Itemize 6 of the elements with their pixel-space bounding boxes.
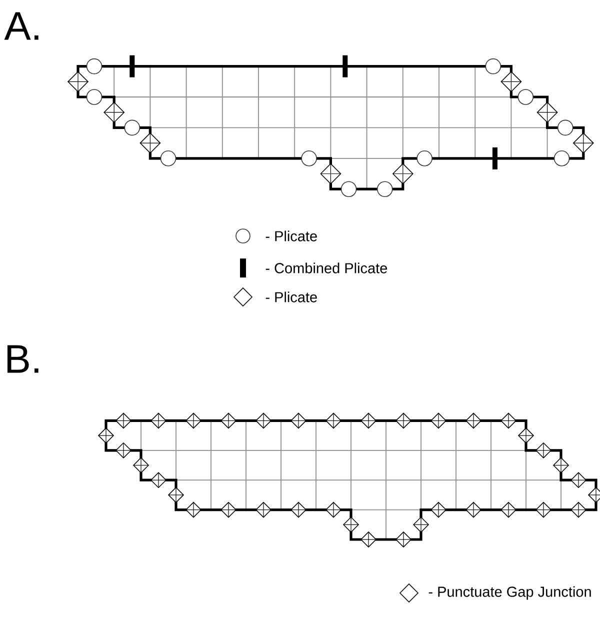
legend-text: - Combined Plicate	[266, 262, 388, 274]
panel-label: B.	[7, 345, 38, 373]
legend-text: - Plicate	[266, 292, 317, 302]
panel-label: A.	[4, 12, 38, 40]
legend-text: - Plicate	[266, 230, 317, 242]
legend-text: - Punctuate Gap Junction	[428, 586, 591, 600]
